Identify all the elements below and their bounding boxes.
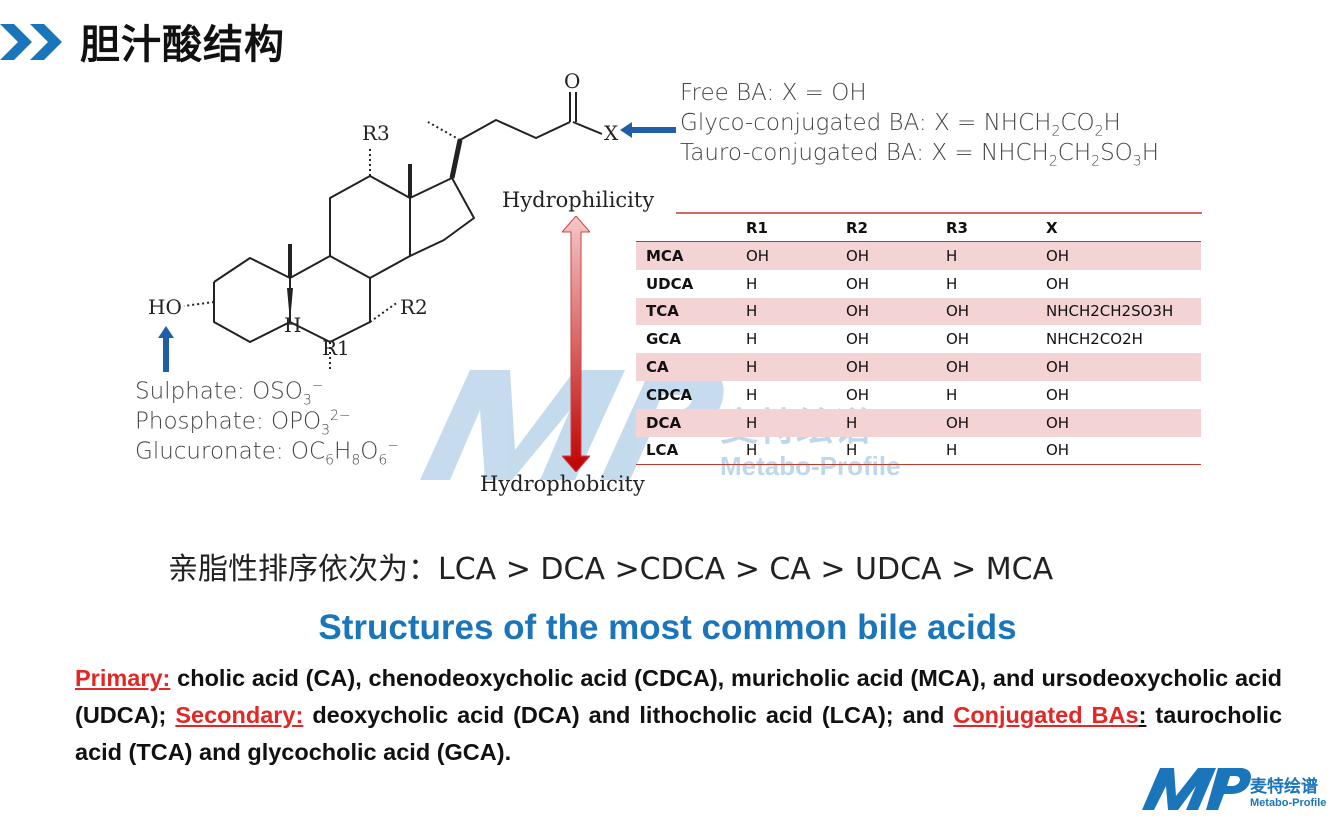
company-logo: 麦特绘谱 Metabo-Profile — [1142, 768, 1326, 810]
header-cell: X — [1036, 214, 1201, 242]
classification-paragraph: Primary: cholic acid (CA), chenodeoxycho… — [75, 665, 1283, 765]
svg-text:O: O — [564, 70, 580, 93]
table-cell: LCA — [636, 436, 736, 466]
tauro-ba-note: Tauro-conjugated BA: X = NHCH2CH2SO3H — [680, 140, 1159, 170]
svg-text:HO: HO — [148, 295, 182, 319]
svg-text:X: X — [604, 121, 619, 145]
table-cell: OH — [1036, 436, 1201, 466]
primary-label: Primary: — [75, 665, 171, 691]
table-row: UDCA H OH H OH — [636, 270, 1201, 298]
table-cell: OH — [736, 241, 836, 270]
table-top-rule — [676, 212, 1202, 214]
table-cell: H — [936, 436, 1036, 466]
table-cell: NHCH2CO2H — [1046, 330, 1143, 349]
logo-en: Metabo-Profile — [1250, 797, 1326, 809]
page-title: 胆汁酸结构 — [80, 22, 285, 68]
table-cell: H — [746, 274, 758, 293]
sulphate-note: Sulphate: OSO3− — [135, 378, 324, 409]
glucuronate-note: Glucuronate: OC6H8O6− — [135, 438, 400, 469]
table-cell: OH — [836, 353, 936, 381]
lipophilicity-order: 亲脂性排序依次为：LCA > DCA >CDCA > CA > UDCA > M… — [168, 552, 1054, 587]
svg-text:R2: R2 — [400, 295, 428, 319]
phosphate-note: Phosphate: OPO32− — [135, 408, 351, 439]
table-cell: H — [746, 330, 758, 349]
svg-text:R1: R1 — [322, 336, 350, 360]
header-cell — [636, 214, 736, 242]
table-cell: OH — [836, 297, 936, 326]
table-cell: H — [936, 241, 1036, 270]
table-cell: H — [736, 436, 836, 466]
table-cell: OH — [1036, 353, 1201, 381]
table-cell: H — [946, 385, 958, 404]
table-cell: H — [736, 353, 836, 381]
hydrophilicity-label: Hydrophilicity — [502, 188, 655, 212]
header-cell: R1 — [736, 214, 836, 242]
bile-acid-structure: O X R3 R2 R1 HO H — [148, 70, 619, 370]
table-cell: DCA — [636, 408, 736, 437]
svg-text:H: H — [284, 313, 301, 337]
table-cell: OH — [936, 408, 1036, 437]
table-cell: H — [736, 297, 836, 326]
table-cell: UDCA — [646, 274, 694, 293]
table-cell: OH — [1046, 385, 1070, 404]
table-cell: H — [836, 436, 936, 466]
logo-cn: 麦特绘谱 — [1250, 776, 1318, 797]
section-subtitle: Structures of the most common bile acids — [318, 608, 1017, 647]
double-arrow-icon — [562, 216, 590, 472]
secondary-label: Secondary: — [175, 702, 304, 728]
table-cell: H — [746, 385, 758, 404]
table-cell: OH — [846, 330, 870, 349]
conjugated-label: Conjugated BAs — [953, 702, 1139, 728]
table-cell: H — [736, 408, 836, 437]
table-cell: H — [946, 274, 958, 293]
ho-arrow-icon — [158, 326, 174, 372]
table-header-row: R1 R2 R3 X — [636, 214, 1201, 242]
header-cell: R2 — [836, 214, 936, 242]
table-cell: OH — [846, 274, 870, 293]
glyco-ba-note: Glyco-conjugated BA: X = NHCH2CO2H — [680, 110, 1121, 140]
table-cell: OH — [836, 241, 936, 270]
table-cell: H — [836, 408, 936, 437]
free-ba-note: Free BA: X = OH — [680, 80, 867, 106]
table-cell: OH — [846, 385, 870, 404]
table-cell: CA — [636, 353, 736, 381]
header-cell: R3 — [936, 214, 1036, 242]
table-row: CDCA H OH H OH — [636, 381, 1201, 409]
table-cell: GCA — [646, 330, 681, 349]
table-row: GCA H OH OH NHCH2CO2H — [636, 325, 1201, 353]
table-cell: OH — [936, 297, 1036, 326]
table-cell: OH — [1046, 274, 1070, 293]
table-cell: CDCA — [646, 385, 693, 404]
table-cell: NHCH2CH2SO3H — [1036, 297, 1201, 326]
table-cell: MCA — [636, 241, 736, 270]
chevron-icon — [0, 24, 62, 60]
table-cell: TCA — [636, 297, 736, 326]
x-arrow-icon — [620, 122, 676, 138]
hydrophobicity-label: Hydrophobicity — [480, 472, 645, 496]
table-cell: OH — [1036, 241, 1201, 270]
svg-text:R3: R3 — [362, 121, 390, 145]
table-cell: OH — [936, 353, 1036, 381]
table-cell: OH — [946, 330, 970, 349]
table-cell: OH — [1036, 408, 1201, 437]
